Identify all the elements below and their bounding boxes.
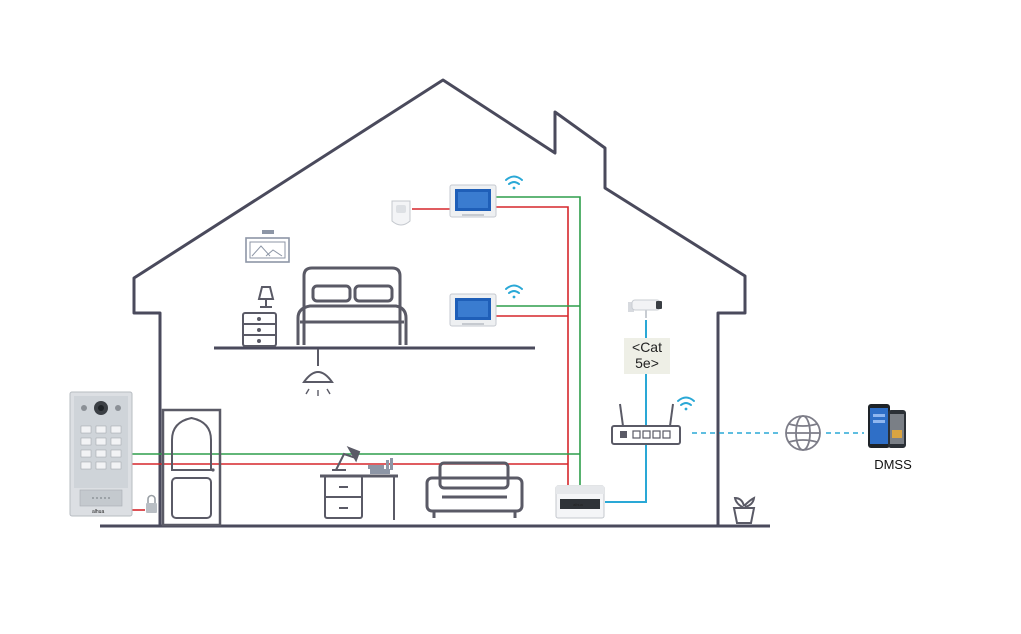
wifi-icon xyxy=(677,396,695,411)
wifi-icon xyxy=(505,284,523,299)
phone-icon xyxy=(868,404,906,448)
lamp-icon xyxy=(242,286,277,347)
switch-icon xyxy=(555,485,605,519)
door-station-icon xyxy=(69,391,133,517)
ceiling-light-icon xyxy=(302,349,334,396)
sofa-icon xyxy=(425,461,524,518)
house-outline xyxy=(100,78,770,528)
sensor-icon xyxy=(391,200,411,226)
door-icon xyxy=(161,408,222,527)
desk-icon xyxy=(320,445,398,520)
panel-brand: alhua xyxy=(92,509,104,515)
router-icon xyxy=(611,403,681,445)
camera-icon xyxy=(628,299,662,318)
lock-icon xyxy=(146,494,157,513)
power-wiring xyxy=(132,206,569,511)
network-wiring xyxy=(605,320,864,503)
plant-icon xyxy=(732,496,756,524)
globe-icon xyxy=(785,415,821,451)
indoor-monitor-icon xyxy=(449,184,497,218)
cable-label-line1: <Cat xyxy=(632,339,662,355)
wifi-icon xyxy=(505,175,523,190)
bed-icon xyxy=(296,266,408,345)
picture-icon xyxy=(245,230,290,263)
cable-label-line2: 5e> xyxy=(635,355,659,371)
app-label: DMSS xyxy=(874,457,912,472)
indoor-monitor-icon xyxy=(449,293,497,327)
cable-label: <Cat 5e> xyxy=(624,338,670,374)
data-wiring xyxy=(132,196,581,485)
switch-brand: alhua xyxy=(573,502,584,507)
